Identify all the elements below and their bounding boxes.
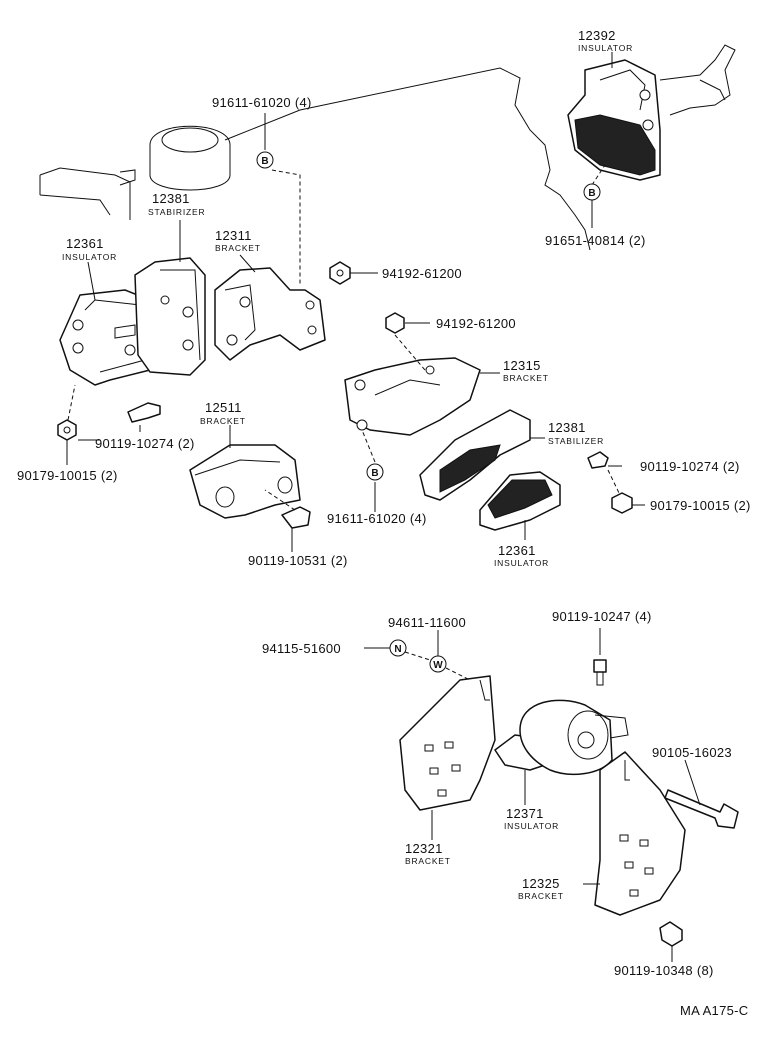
label-91651-40814: 91651-40814 (2) bbox=[545, 233, 646, 248]
svg-text:B: B bbox=[371, 468, 378, 479]
label-12321: 12321 bbox=[405, 841, 443, 856]
bracket-12511-part bbox=[189, 444, 301, 519]
label-90179-10015-right: 90179-10015 (2) bbox=[650, 498, 751, 513]
label-12361-right: 12361 bbox=[498, 543, 536, 558]
label-12311: 12311 bbox=[215, 228, 252, 243]
name-12315: BRACKET bbox=[503, 373, 549, 383]
marker-b-right: B bbox=[583, 183, 601, 201]
label-91611-61020-mid: 91611-61020 (4) bbox=[327, 511, 427, 526]
name-12325: BRACKET bbox=[518, 891, 564, 901]
marker-w: W bbox=[429, 655, 447, 673]
label-94192-61200-a: 94192-61200 bbox=[382, 266, 462, 281]
name-12311: BRACKET bbox=[215, 243, 261, 253]
label-90105-16023: 90105-16023 bbox=[652, 745, 732, 760]
bolt-90119-right bbox=[587, 451, 609, 469]
label-12392: 12392 bbox=[578, 28, 616, 43]
name-12361-left: INSULATOR bbox=[62, 252, 117, 262]
engine-outline bbox=[39, 67, 591, 251]
name-12381-upper: STABIRIZER bbox=[148, 207, 205, 217]
svg-text:B: B bbox=[261, 156, 268, 167]
label-90119-10274-left: 90119-10274 (2) bbox=[95, 436, 195, 451]
name-12371: INSULATOR bbox=[504, 821, 559, 831]
fasteners bbox=[57, 261, 739, 947]
name-12511: BRACKET bbox=[200, 416, 246, 426]
label-12371: 12371 bbox=[506, 806, 544, 821]
bracket-12325-part bbox=[594, 751, 686, 916]
name-12381-lower: STABILIZER bbox=[548, 436, 604, 446]
name-12392: INSULATOR bbox=[578, 43, 633, 53]
bracket-12321-part bbox=[399, 675, 496, 811]
insulator-12361-right-part bbox=[479, 471, 561, 531]
stabilizer-12381-upper-part bbox=[134, 257, 206, 376]
name-12361-right: INSULATOR bbox=[494, 558, 549, 568]
label-12315: 12315 bbox=[503, 358, 541, 373]
label-94611-11600: 94611-11600 bbox=[388, 615, 466, 630]
svg-text:N: N bbox=[394, 644, 401, 655]
bolt-90119-left bbox=[127, 402, 161, 423]
label-94115-51600: 94115-51600 bbox=[262, 641, 341, 656]
name-12321: BRACKET bbox=[405, 856, 451, 866]
bolt-90119-10531 bbox=[281, 506, 311, 529]
label-12361-left: 12361 bbox=[66, 236, 104, 251]
leader-lines bbox=[66, 52, 701, 962]
svg-text:W: W bbox=[433, 660, 443, 671]
label-12511: 12511 bbox=[205, 400, 242, 415]
bolt-90105-16023 bbox=[664, 789, 739, 829]
insulator-12371-part bbox=[494, 699, 629, 776]
marker-b-mid: B bbox=[366, 463, 384, 481]
label-90119-10247: 90119-10247 (4) bbox=[552, 609, 652, 624]
bracket-12315-part bbox=[344, 357, 481, 436]
insulator-12361-left-part bbox=[59, 289, 156, 386]
label-90119-10274-right: 90119-10274 (2) bbox=[640, 459, 740, 474]
label-90119-10348: 90119-10348 (8) bbox=[614, 963, 714, 978]
svg-text:B: B bbox=[588, 188, 595, 199]
label-12325: 12325 bbox=[522, 876, 560, 891]
marker-b-top: B bbox=[256, 151, 274, 169]
bracket-12311-part bbox=[214, 267, 326, 361]
label-12381-upper: 12381 bbox=[152, 191, 190, 206]
label-90179-10015-left: 90179-10015 (2) bbox=[17, 468, 118, 483]
label-12381-lower: 12381 bbox=[548, 420, 586, 435]
nut-90179-right bbox=[611, 492, 633, 514]
label-94192-61200-b: 94192-61200 bbox=[436, 316, 516, 331]
nut-94192-b bbox=[385, 312, 405, 334]
label-91611-61020-top: 91611-61020 (4) bbox=[212, 95, 312, 110]
insulator-12392-part bbox=[567, 44, 736, 181]
bolt-90119-10247 bbox=[593, 659, 607, 673]
figure-code: MA A175-C bbox=[680, 1003, 748, 1018]
bolt-90119-10348 bbox=[659, 921, 683, 947]
label-90119-10531: 90119-10531 (2) bbox=[248, 553, 348, 568]
stabilizer-12381-lower-part bbox=[419, 409, 531, 501]
marker-n: N bbox=[389, 639, 407, 657]
